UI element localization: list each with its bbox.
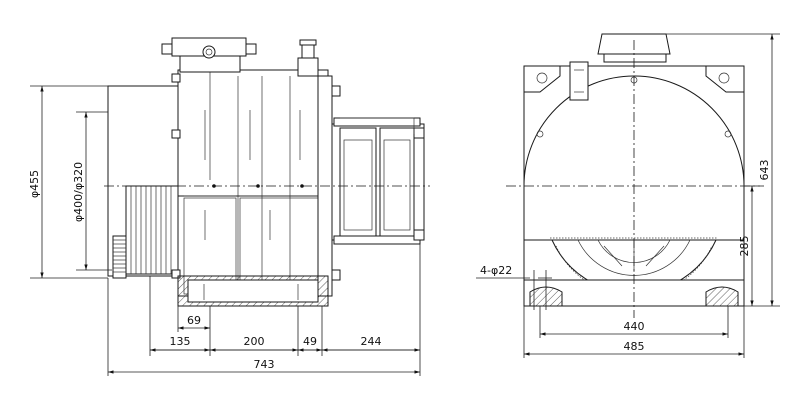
brake-stack: [331, 117, 425, 245]
dim-135: 135: [170, 335, 191, 348]
dim-69: 69: [187, 314, 201, 327]
dim-4-phi22: 4-φ22: [480, 264, 512, 277]
dim-743: 743: [254, 358, 275, 371]
dim-440: 440: [624, 320, 645, 333]
side-view: [506, 33, 764, 318]
traction-sheave: [112, 185, 179, 279]
dim-643: 643: [758, 160, 771, 181]
dim-244: 244: [361, 335, 382, 348]
dim-285: 285: [738, 236, 751, 257]
front-view: [104, 37, 430, 307]
dim-200: 200: [244, 335, 265, 348]
dim-485: 485: [624, 340, 645, 353]
dim-phi455: φ455: [28, 170, 41, 198]
side-dimensions: 643 285 4-φ22 440 485: [476, 33, 780, 358]
dim-phi400-320: φ400/φ320: [72, 162, 85, 222]
front-dimensions: φ455 φ400/φ320 69 135 200 49 244 743: [28, 85, 421, 376]
dim-49: 49: [303, 335, 317, 348]
